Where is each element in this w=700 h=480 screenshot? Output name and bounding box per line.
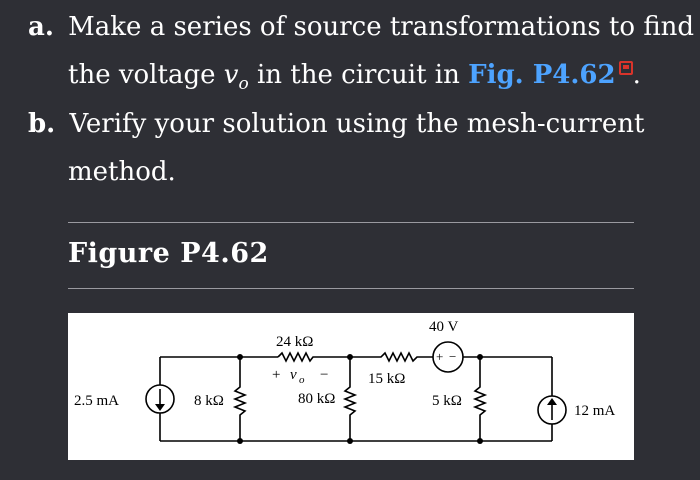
node-dot [237, 438, 243, 444]
label-vo-var: v [290, 367, 297, 383]
vo-variable: vo [223, 60, 249, 95]
arrow-down-icon [155, 404, 165, 411]
question-b-line1: b. Verify your solution using the mesh-c… [28, 109, 644, 139]
question-b-letter: b. [28, 109, 56, 139]
label-r-80k: 80 kΩ [298, 391, 335, 407]
resistor-24k [277, 351, 370, 363]
label-r-5k: 5 kΩ [432, 393, 462, 409]
voltage-source-40v [432, 341, 464, 373]
divider-top [68, 222, 634, 223]
voltage-source-circle [432, 341, 464, 373]
label-v-40: 40 V [429, 319, 458, 335]
label-v-minus: − [449, 349, 456, 364]
divider-bottom [68, 288, 634, 289]
label-source-right: 12 mA [574, 403, 615, 419]
label-vo-minus: − [320, 367, 328, 383]
label-r-8k: 8 kΩ [194, 393, 224, 409]
resistor-5k [472, 357, 488, 441]
node-dot [347, 438, 353, 444]
figure-link[interactable]: Fig. P4.62 [468, 60, 616, 90]
label-v-plus: + [436, 349, 443, 364]
current-source-right [537, 395, 567, 425]
question-a-text1: Make a series of source transformations … [68, 12, 695, 42]
question-b-line2: method. [68, 157, 176, 187]
label-r-24k: 24 kΩ [276, 334, 313, 350]
question-a-text2-pre: the voltage [68, 60, 224, 90]
resistor-80k [342, 357, 358, 441]
node-dot [237, 354, 243, 360]
question-a-letter: a. [28, 12, 54, 42]
question-b-text2: method. [68, 157, 176, 187]
node-dot [347, 354, 353, 360]
vo-subscript: o [238, 74, 249, 95]
question-a-text2-mid: in the circuit in [248, 60, 469, 90]
resistor-8k [232, 357, 248, 441]
question-a-line2: the voltage vo in the circuit in Fig. P4… [68, 60, 641, 99]
node-dot [477, 354, 483, 360]
question-a-text2-post: . [632, 60, 641, 90]
resistor-15k [370, 351, 433, 363]
current-source-left [145, 384, 175, 414]
label-source-left: 2.5 mA [74, 393, 119, 409]
external-link-icon[interactable] [618, 61, 633, 75]
circuit-figure: 2.5 mA 8 kΩ 24 kΩ + v o − 80 kΩ 15 kΩ 40… [68, 313, 634, 460]
label-r-15k: 15 kΩ [368, 371, 405, 387]
question-a-line1: a. Make a series of source transformatio… [28, 12, 694, 42]
arrow-up-icon [547, 398, 557, 405]
question-b-text1: Verify your solution using the mesh-curr… [69, 109, 645, 139]
figure-heading: Figure P4.62 [68, 238, 269, 269]
node-dot [477, 438, 483, 444]
label-vo-sub: o [299, 374, 305, 386]
label-vo-plus: + [272, 367, 280, 383]
circuit-diagram: 2.5 mA 8 kΩ 24 kΩ + v o − 80 kΩ 15 kΩ 40… [74, 319, 615, 444]
